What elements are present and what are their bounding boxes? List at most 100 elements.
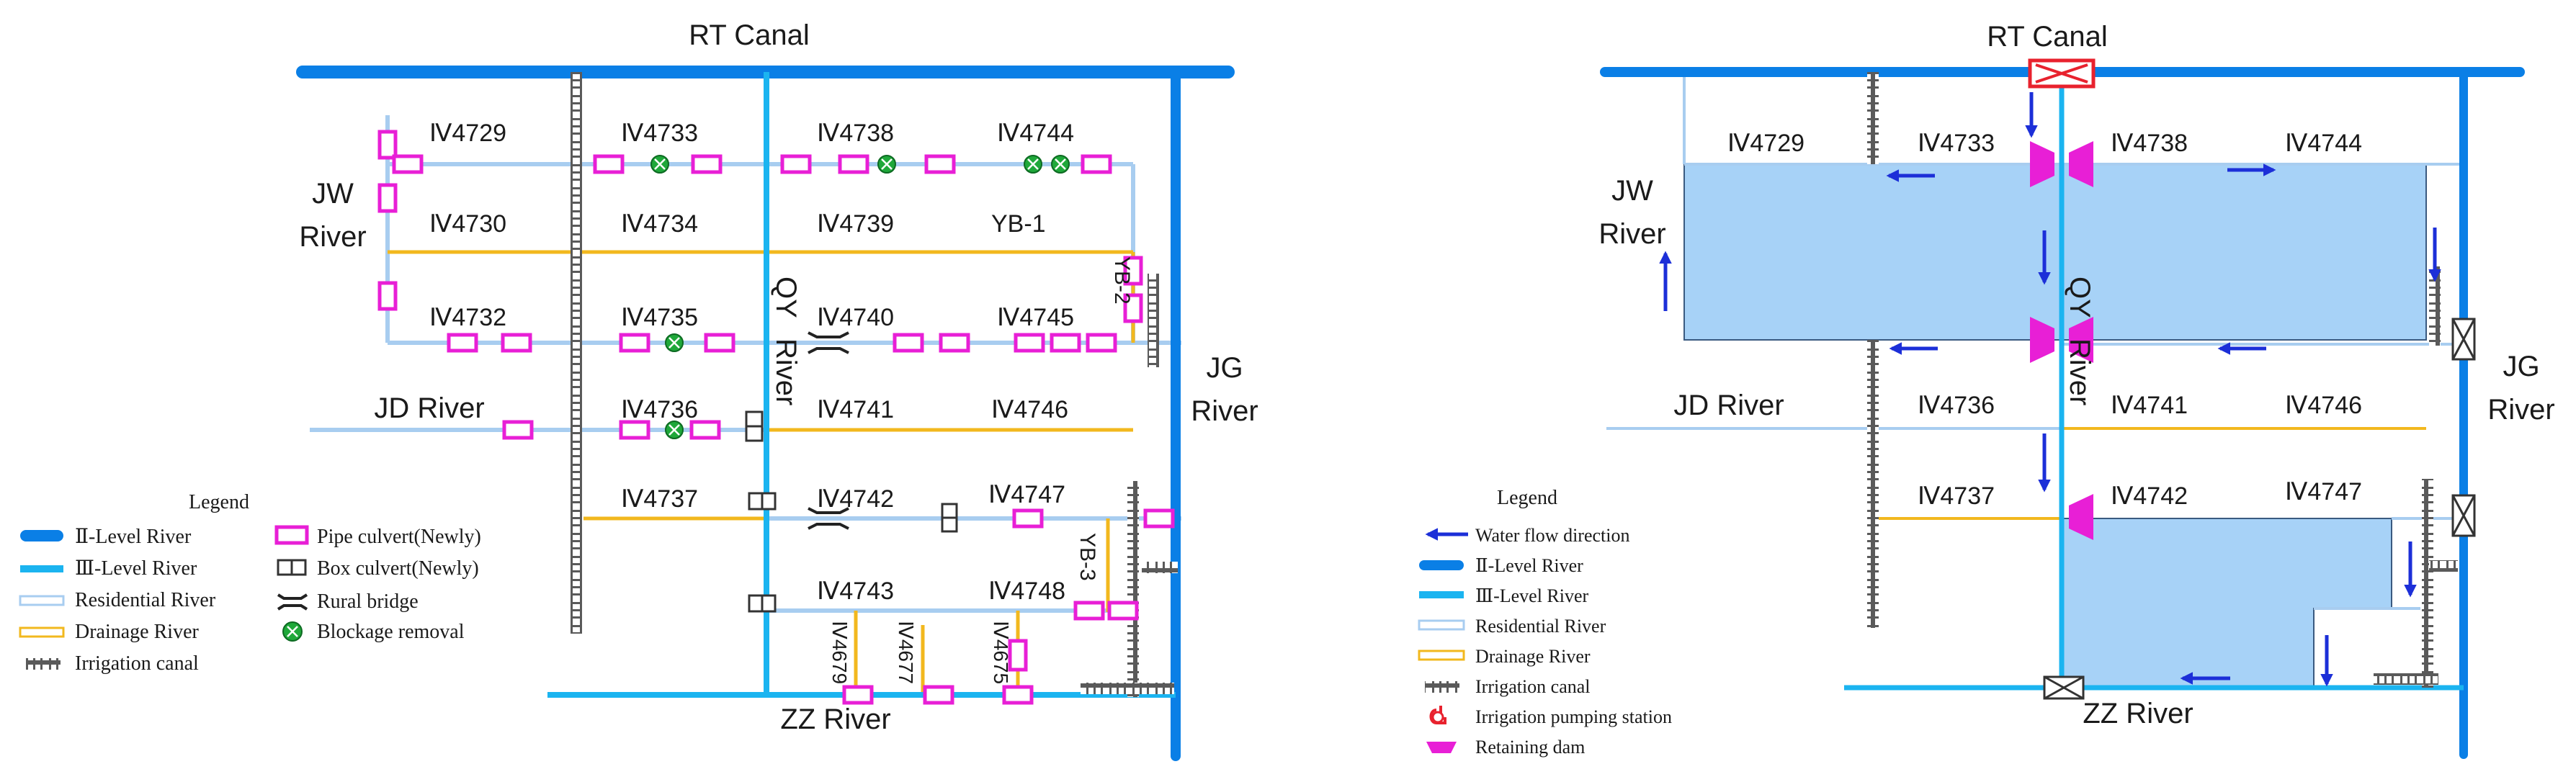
left-jd-river-label: JD River: [374, 392, 484, 424]
level2-swatch: [1419, 560, 1464, 570]
zone-label: Ⅳ4738: [817, 120, 894, 147]
legend-label: Irrigation canal: [75, 652, 199, 675]
right-residential-rivers: [1606, 72, 2464, 610]
right-water-flow-arrows: [1659, 92, 2441, 687]
legend-label: Ⅲ-Level River: [75, 557, 197, 580]
legend-item-drainage: Drainage River: [1418, 646, 1591, 667]
retaining-dam-icon: [2030, 317, 2054, 363]
residential-swatch: [1418, 619, 1465, 631]
right-map: RT Canal JW River JD River JG River ZZ R…: [1418, 21, 2555, 759]
legend-item-level3: Ⅲ-Level River: [1419, 585, 1589, 606]
retaining-dam-icon: [2069, 141, 2093, 187]
legend-label: Pipe culvert(Newly): [317, 526, 481, 548]
legend-label: Residential River: [1475, 616, 1606, 637]
left-rural-bridges: [808, 331, 849, 530]
right-qy-river-label-b: River: [2064, 338, 2096, 405]
zone-label: Ⅳ4746: [991, 396, 1068, 423]
left-irrigation-canals: [571, 72, 1178, 697]
legend-label: Ⅱ-Level River: [75, 526, 192, 548]
zone-label: Ⅳ4741: [2111, 392, 2188, 419]
zone-label: Ⅳ4730: [429, 210, 506, 238]
right-jw-river-label-a: JW: [1611, 175, 1653, 207]
left-legend: Legend Ⅱ-Level River Ⅲ-Level River Resid…: [19, 491, 481, 675]
legend-label: Blockage removal: [317, 621, 465, 643]
zone-label: Ⅳ4739: [817, 210, 894, 238]
left-v4675-label: Ⅳ4675: [990, 621, 1012, 684]
legend-label: Water flow direction: [1475, 525, 1630, 546]
left-qy-river-label-b: River: [770, 338, 802, 405]
zone-label: Ⅳ4741: [817, 396, 894, 423]
zone-label: Ⅳ4747: [2285, 478, 2362, 505]
zone-label: Ⅳ4732: [429, 304, 506, 331]
right-legend: Legend Water flow direction Ⅱ-Level Rive…: [1418, 487, 1672, 758]
right-polder-areas: [1683, 163, 2427, 688]
zone-label: Ⅳ4735: [621, 304, 698, 331]
right-jg-river-label-b: River: [2487, 394, 2554, 426]
legend-item-residential: Residential River: [19, 589, 216, 611]
zone-label: Ⅳ4733: [1918, 130, 1995, 157]
legend-label: Retaining dam: [1475, 737, 1585, 758]
irrigation-canal-swatch: [26, 658, 61, 670]
zone-label: Ⅳ4737: [1918, 482, 1995, 510]
right-irrigation-canals: [1867, 72, 2458, 688]
legend-item-residential: Residential River: [1418, 616, 1606, 637]
left-legend-title: Legend: [189, 491, 249, 513]
zone-label: Ⅳ4743: [817, 577, 894, 605]
legend-label: Irrigation canal: [1475, 676, 1591, 697]
zone-label: Ⅳ4742: [2111, 482, 2188, 510]
legend-item-level2: Ⅱ-Level River: [1419, 555, 1583, 576]
legend-label: Ⅲ-Level River: [1475, 585, 1589, 606]
left-jg-river-label-b: River: [1191, 395, 1258, 427]
left-zz-river-label: ZZ River: [780, 704, 890, 735]
right-retaining-dams: [2030, 141, 2093, 540]
retaining-dam-icon: [2030, 141, 2054, 187]
legend-label: Residential River: [75, 589, 216, 611]
zone-label: Ⅳ4748: [988, 577, 1065, 605]
zone-label: Ⅳ4746: [2285, 392, 2362, 419]
legend-label: Drainage River: [1475, 646, 1591, 667]
retaining-dam-icon: [2069, 317, 2093, 363]
legend-label: Rural bridge: [317, 590, 419, 613]
legend-item-water-flow: Water flow direction: [1425, 525, 1630, 546]
legend-item-level2: Ⅱ-Level River: [20, 526, 192, 548]
zone-label: Ⅳ4745: [997, 304, 1074, 331]
zone-label: Ⅳ4744: [2285, 130, 2362, 157]
left-yb3-label: YB-3: [1075, 533, 1099, 581]
left-rt-canal-label: RT Canal: [689, 19, 810, 51]
legend-item-irrigation: Irrigation canal: [26, 652, 199, 675]
right-jg-river-label-a: JG: [2503, 351, 2539, 382]
right-drainage-rivers: [1873, 427, 2426, 520]
zone-label: Ⅳ4729: [429, 120, 506, 147]
legend-item-box-culvert: Box culvert(Newly): [277, 557, 479, 580]
left-map: RT Canal JW River JD River JG River ZZ R…: [19, 19, 1258, 761]
left-box-culverts: [745, 410, 958, 613]
zone-label: Ⅳ4737: [621, 485, 698, 513]
right-level3-rivers: [1844, 72, 2464, 691]
zone-label: Ⅳ4736: [621, 396, 698, 423]
left-qy-river-label-a: QY: [770, 277, 802, 318]
right-zone-labels: Ⅳ4729 Ⅳ4733 Ⅳ4738 Ⅳ4744 Ⅳ4736 Ⅳ4741 Ⅳ474…: [1727, 130, 2362, 510]
right-legend-title: Legend: [1497, 487, 1557, 509]
left-blockage-removal: [650, 155, 1070, 439]
left-v4677-label: Ⅳ4677: [895, 621, 917, 684]
legend-item-pumping-station: Irrigation pumping station: [1429, 706, 1672, 727]
legend-label: Ⅱ-Level River: [1475, 555, 1583, 576]
legend-item-drainage: Drainage River: [19, 621, 199, 643]
left-v4679-label: Ⅳ4679: [828, 621, 851, 684]
irrigation-canal-swatch: [1425, 681, 1459, 693]
zone-label: Ⅳ4744: [997, 120, 1074, 147]
right-zz-river-label: ZZ River: [2083, 698, 2193, 729]
zone-label: Ⅳ4738: [2111, 130, 2188, 157]
legend-label: Box culvert(Newly): [317, 557, 479, 580]
residential-swatch: [19, 595, 65, 606]
zone-label: Ⅳ4736: [1918, 392, 1995, 419]
left-jw-river-label-b: River: [299, 221, 366, 253]
level3-swatch: [1419, 591, 1464, 598]
left-zone-labels: Ⅳ4729 Ⅳ4733 Ⅳ4738 Ⅳ4744 Ⅳ4730 Ⅳ4734 Ⅳ473…: [429, 120, 1074, 605]
legend-item-level3: Ⅲ-Level River: [20, 557, 197, 580]
right-sluices: [2028, 58, 2476, 700]
legend-item-irrigation: Irrigation canal: [1425, 676, 1591, 697]
right-rt-canal-label: RT Canal: [1987, 21, 2108, 53]
zone-label: Ⅳ4742: [817, 485, 894, 513]
rural-bridge-icon: [277, 593, 308, 611]
